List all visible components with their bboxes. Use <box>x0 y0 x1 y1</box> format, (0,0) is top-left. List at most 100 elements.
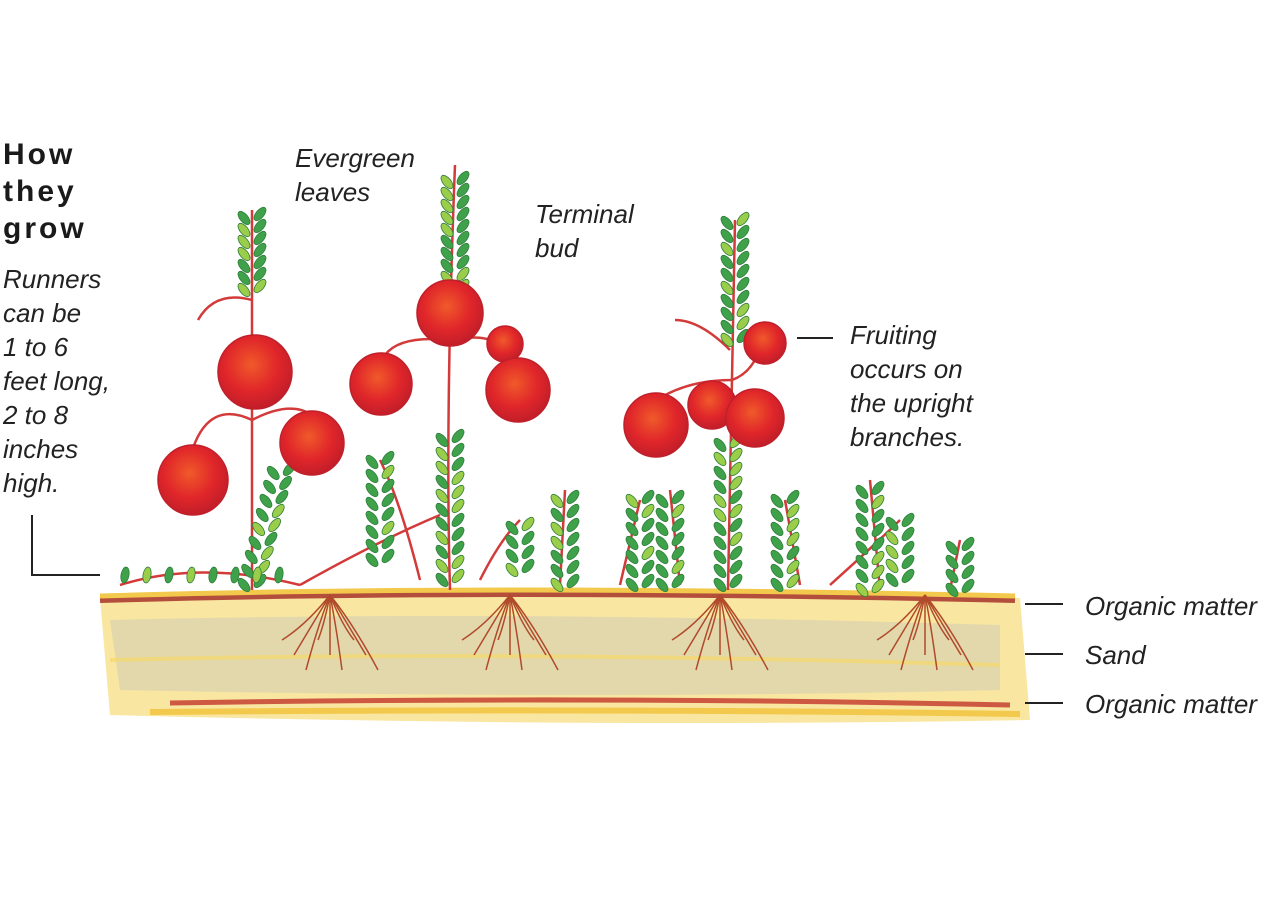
label-organic-matter-top: Organic matter <box>1085 589 1257 623</box>
leaf <box>164 566 175 583</box>
leaf <box>854 497 870 514</box>
leaf <box>450 525 466 542</box>
leaf <box>549 492 565 509</box>
leaf <box>785 488 801 505</box>
leaf <box>520 557 536 574</box>
leaf <box>450 567 466 584</box>
title-line: How <box>3 136 87 173</box>
leaf <box>670 530 686 547</box>
leaf <box>735 236 751 253</box>
leaf <box>640 502 656 519</box>
note-line: Runners <box>3 262 110 296</box>
label-evergreen-leaves: Evergreen leaves <box>295 141 415 209</box>
leaf <box>719 214 735 231</box>
label-line: bud <box>535 231 634 265</box>
leaf <box>900 539 916 556</box>
leaf <box>728 544 744 561</box>
label-line: Fruiting <box>850 318 973 352</box>
leaf <box>640 516 656 533</box>
leaf <box>735 249 751 266</box>
leaf <box>364 551 380 568</box>
leaf <box>450 497 466 514</box>
leaf <box>565 572 581 589</box>
leaf <box>247 534 263 551</box>
label-terminal-bud: Terminal bud <box>535 197 634 265</box>
fruiting-leader-line <box>797 337 833 339</box>
leaf <box>277 474 293 491</box>
leaf <box>549 562 565 579</box>
leaf <box>712 520 728 537</box>
leaf <box>263 530 279 547</box>
leaf <box>450 469 466 486</box>
leaf <box>769 506 785 523</box>
leaf <box>265 464 281 481</box>
label-sand: Sand <box>1085 638 1146 672</box>
note-line: 1 to 6 <box>3 330 110 364</box>
leaf <box>854 511 870 528</box>
leaf <box>870 535 886 552</box>
leaf <box>364 509 380 526</box>
leaf <box>450 511 466 528</box>
leaf <box>565 516 581 533</box>
leaf <box>274 488 290 505</box>
leaf <box>254 506 270 523</box>
leaf <box>712 464 728 481</box>
leaf <box>208 566 219 583</box>
leaf <box>735 262 751 279</box>
leaf <box>434 557 450 574</box>
leaf <box>712 450 728 467</box>
leaf <box>900 553 916 570</box>
note-line: inches <box>3 432 110 466</box>
leaf <box>259 544 275 561</box>
leaf <box>120 566 131 583</box>
leaf <box>654 534 670 551</box>
note-line: feet long, <box>3 364 110 398</box>
leaf <box>504 561 520 578</box>
leaf <box>186 566 197 583</box>
leaf <box>640 572 656 589</box>
leaf <box>900 525 916 542</box>
leaf <box>654 506 670 523</box>
leaf <box>960 535 976 552</box>
leaf <box>654 562 670 579</box>
runner-leader-line <box>31 574 100 576</box>
leaf <box>712 478 728 495</box>
leaf <box>364 481 380 498</box>
leaf <box>261 478 277 495</box>
leaf <box>712 492 728 509</box>
leaf <box>735 301 751 318</box>
note-line: can be <box>3 296 110 330</box>
leaf <box>719 227 735 244</box>
leaf <box>142 566 153 583</box>
leaf <box>960 563 976 580</box>
leaf <box>728 558 744 575</box>
leaf <box>884 557 900 574</box>
leaf <box>884 515 900 532</box>
leaf <box>565 558 581 575</box>
title-line: they <box>3 173 87 210</box>
leaf <box>520 543 536 560</box>
leaf <box>380 505 396 522</box>
leaf <box>380 519 396 536</box>
leaf <box>854 539 870 556</box>
leaf <box>735 210 751 227</box>
leaf <box>712 548 728 565</box>
label-line: leaves <box>295 175 415 209</box>
leaf <box>769 492 785 509</box>
leaf <box>735 223 751 240</box>
leaf <box>769 562 785 579</box>
label-line: Terminal <box>535 197 634 231</box>
leaf <box>900 567 916 584</box>
label-line: the upright <box>850 386 973 420</box>
leaf <box>654 548 670 565</box>
leaf <box>364 495 380 512</box>
leaf <box>504 547 520 564</box>
leaf <box>364 537 380 554</box>
label-line: Evergreen <box>295 141 415 175</box>
leaf <box>434 571 450 588</box>
title-how-they-grow: How they grow <box>3 136 87 247</box>
soil-leader-line <box>1025 603 1063 605</box>
leaf <box>735 288 751 305</box>
label-line: occurs on <box>850 352 973 386</box>
leaf <box>769 534 785 551</box>
